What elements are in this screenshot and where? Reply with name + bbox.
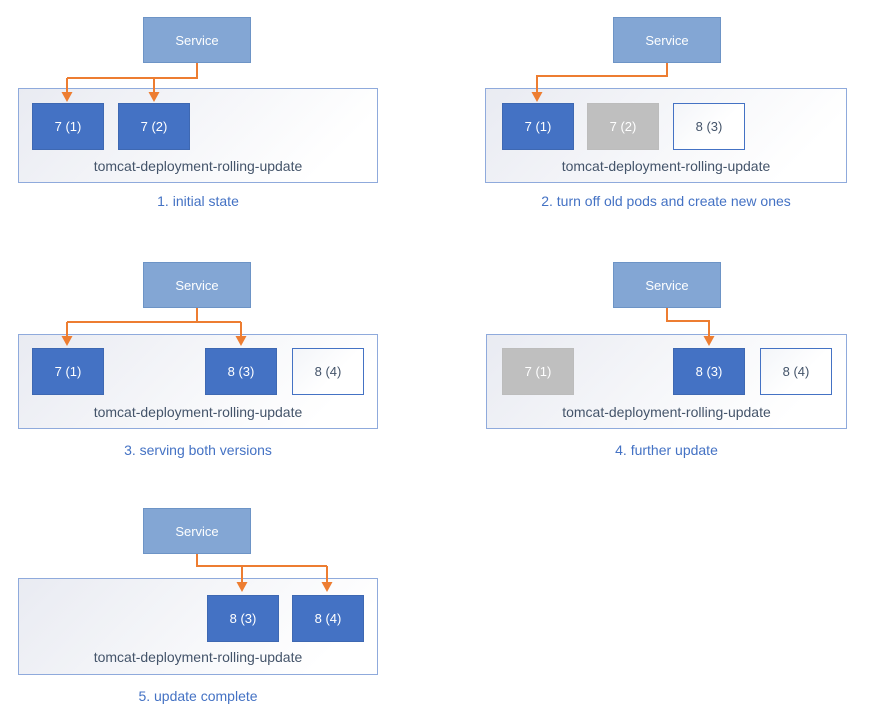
service-label: Service xyxy=(645,277,689,293)
deployment-label: tomcat-deployment-rolling-update xyxy=(93,158,303,174)
p4-pod-8-4-new: 8 (4) xyxy=(760,348,832,395)
service-box: Service xyxy=(143,262,251,308)
pod-label: 8 (4) xyxy=(782,364,810,379)
service-label: Service xyxy=(175,277,219,293)
p2-pod-7-1: 7 (1) xyxy=(502,103,574,150)
p3-pod-8-3: 8 (3) xyxy=(205,348,277,395)
p1-pod-7-1: 7 (1) xyxy=(32,103,104,150)
service-box: Service xyxy=(143,508,251,554)
p2-pod-8-3-new: 8 (3) xyxy=(673,103,745,150)
arrow-line xyxy=(66,308,242,337)
p4-pod-7-1-terminated: 7 (1) xyxy=(502,348,574,395)
deployment-label: tomcat-deployment-rolling-update xyxy=(93,404,303,420)
deployment-label: tomcat-deployment-rolling-update xyxy=(561,158,771,174)
pod-label: 7 (1) xyxy=(524,119,552,134)
panel-caption: 2. turn off old pods and create new ones xyxy=(541,193,791,209)
pod-label: 7 (2) xyxy=(609,119,637,134)
pod-label: 8 (4) xyxy=(314,364,342,379)
service-box: Service xyxy=(613,17,721,63)
pod-label: 8 (3) xyxy=(695,364,723,379)
service-label: Service xyxy=(175,523,219,539)
deployment-label: tomcat-deployment-rolling-update xyxy=(562,404,771,420)
panel-caption: 5. update complete xyxy=(138,688,258,704)
p5-pod-8-3: 8 (3) xyxy=(207,595,279,642)
p3-pod-7-1: 7 (1) xyxy=(32,348,104,395)
pod-label: 8 (3) xyxy=(227,364,255,379)
pod-label: 8 (3) xyxy=(229,611,257,626)
service-label: Service xyxy=(175,32,219,48)
pod-label: 8 (3) xyxy=(695,119,723,134)
pod-label: 7 (2) xyxy=(140,119,168,134)
panel-caption: 1. initial state xyxy=(157,193,239,209)
pod-label: 8 (4) xyxy=(314,611,342,626)
service-box: Service xyxy=(613,262,721,308)
p3-pod-8-4-new: 8 (4) xyxy=(292,348,364,395)
p1-pod-7-2: 7 (2) xyxy=(118,103,190,150)
service-label: Service xyxy=(645,32,689,48)
pod-label: 7 (1) xyxy=(54,119,82,134)
pod-label: 7 (1) xyxy=(524,364,552,379)
p2-pod-7-2-terminated: 7 (2) xyxy=(587,103,659,150)
service-box: Service xyxy=(143,17,251,63)
deployment-label: tomcat-deployment-rolling-update xyxy=(93,649,303,665)
arrow-line xyxy=(666,308,710,337)
panel-caption: 4. further update xyxy=(615,442,718,458)
pod-label: 7 (1) xyxy=(54,364,82,379)
panel-caption: 3. serving both versions xyxy=(124,442,272,458)
p4-pod-8-3: 8 (3) xyxy=(673,348,745,395)
p5-pod-8-4: 8 (4) xyxy=(292,595,364,642)
